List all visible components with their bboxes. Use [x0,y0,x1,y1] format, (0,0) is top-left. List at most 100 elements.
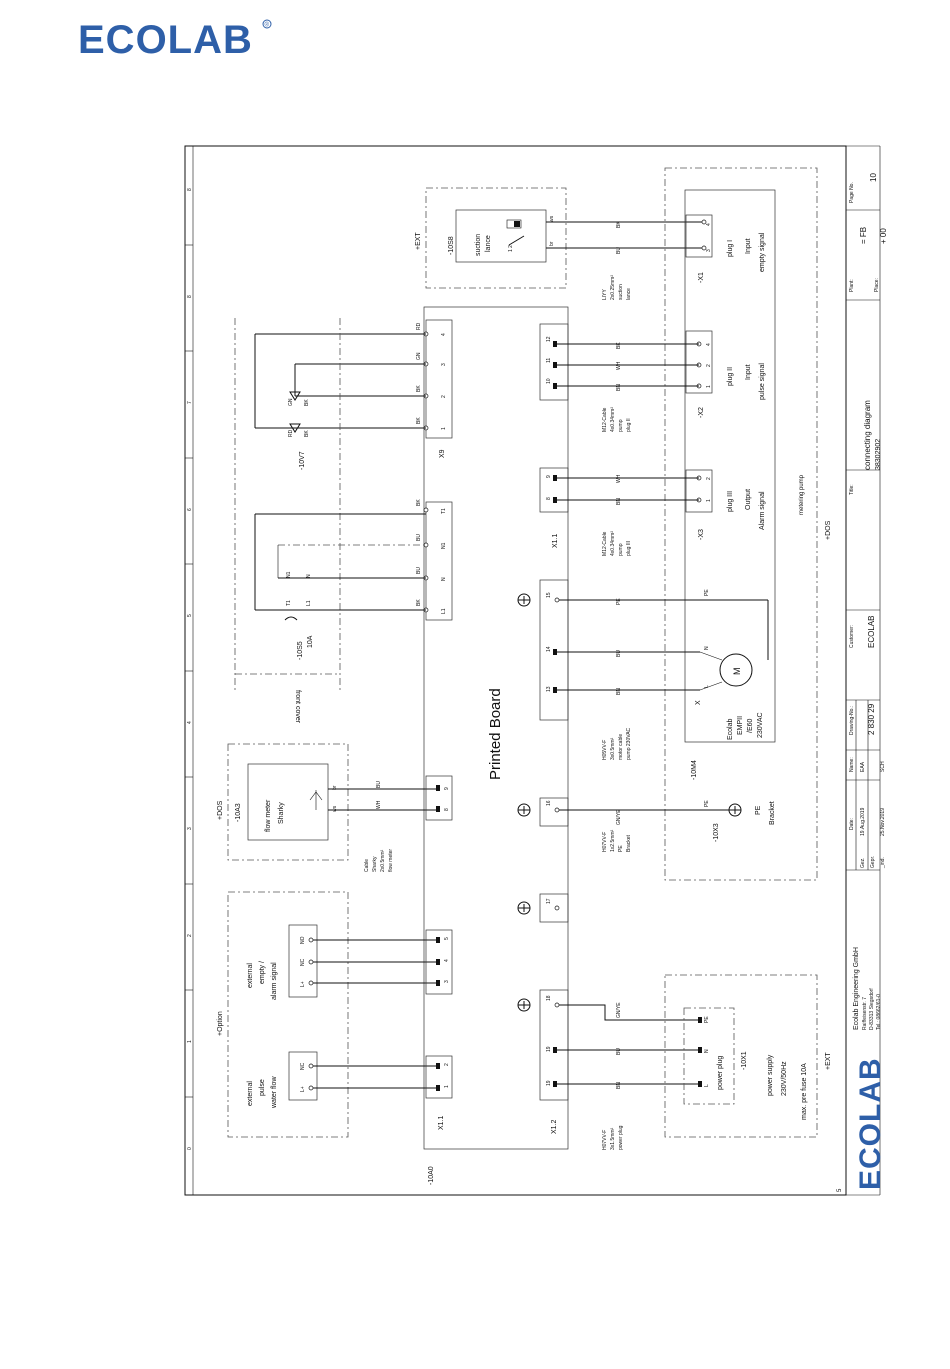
svg-text:flow meter: flow meter [388,849,394,872]
svg-text:19: 19 [546,1080,552,1086]
terminal-x11-upper: X1.1 12 11 10 9 8 BK WH BN WH BN M12-Cab… [539,323,699,556]
svg-text:/E60: /E60 [747,718,754,733]
svg-text:RD: RD [416,322,422,330]
svg-text:plug II: plug II [626,418,632,432]
switch-icon [284,616,298,621]
svg-text:suction: suction [618,284,624,300]
row-ind-label: _ind. [880,857,886,869]
svg-text:GN: GN [288,398,294,406]
svg-text:power supply: power supply [767,1054,774,1096]
border-numbers: 0 1 2 3 4 5 6 7 8 8 [187,188,193,1150]
svg-text:BN: BN [616,384,622,391]
svg-text:T1: T1 [441,508,447,514]
svg-text:plug III: plug III [626,541,632,556]
svg-text:PE: PE [755,805,762,815]
svg-text:+DOS: +DOS [217,800,224,820]
page-corner-number: 5 [837,1188,843,1192]
cable-m12-x2-label: M12-Cable 4x0.34mm² pump plug II [602,407,632,432]
svg-text:NC: NC [300,1062,306,1070]
svg-text:9: 9 [546,475,552,478]
svg-text:BK: BK [616,221,622,228]
svg-text:BK: BK [416,417,422,424]
suction-id: -10S8 [448,236,455,255]
svg-text:BN: BN [616,498,622,505]
suction-line1: suction [475,234,482,256]
svg-text:5: 5 [187,614,193,617]
svg-text:Bracket: Bracket [626,834,632,852]
svg-text:L1: L1 [306,600,312,606]
svg-text:LIYY: LIYY [602,288,608,300]
cable-m12-x3-label: M12-Cable 4x0.34mm² pump plug III [602,531,632,556]
date-label: Date: [849,818,855,830]
svg-text:GN: GN [416,352,422,360]
svg-text:14: 14 [546,646,552,652]
led-id: -10V7 [299,451,306,470]
svg-text:WH: WH [376,800,382,809]
svg-text:NC: NC [300,958,306,966]
svg-text:H05VV-F: H05VV-F [602,740,608,760]
svg-text:-X1: -X1 [698,272,705,283]
row-gepr-label: Gepr. [870,856,876,868]
svg-text:ws: ws [549,215,555,222]
row-gez-name: EAA [860,761,866,772]
plug-x3: 2 1 -X3 plug III Output Alarm signal [685,469,766,540]
power-supply-group: X1.2 18 19 19 GN/YE BU BN PE N L power p… [539,974,832,1150]
printed-board-label: Printed Board [487,688,504,780]
ground-symbols [517,593,742,1012]
cable-h05vvf-motor-label: H05VV-F 3x0.5mm² motor cable pump 230VAC [602,727,632,760]
name-label: Name: [849,757,855,772]
title-number: 38302902 [875,439,882,470]
board-id: -10A0 [428,1166,435,1185]
printed-board-box [423,306,569,1150]
pe-bracket-group: 16 GN/YE PE -10X3 PE Bracket H07VV-F 1x2… [539,797,776,852]
svg-text:ws: ws [332,805,338,812]
svg-text:17: 17 [546,898,552,904]
svg-text:BN: BN [616,688,622,695]
motor-group: 15 14 13 PE BU BN M PE N L X Ecolab EMPI… [539,579,769,780]
svg-text:230V/50Hz: 230V/50Hz [781,1061,788,1096]
svg-text:L+: L+ [300,981,306,987]
svg-text:pulse signal: pulse signal [759,363,766,400]
svg-text:N: N [704,1049,710,1053]
float-switch-icon [506,219,522,229]
svg-text:6: 6 [187,508,193,511]
customer-value: ECOLAB [867,616,876,648]
svg-text:X1.1: X1.1 [438,1115,445,1130]
svg-text:BU: BU [616,1048,622,1055]
drawing-no: 2 830 29 [867,703,876,735]
front-cover-label: front cover [294,690,301,724]
svg-text:9: 9 [444,787,450,790]
svg-text:EMPII: EMPII [737,716,744,735]
svg-text:13: 13 [546,686,552,692]
svg-text:Ecolab: Ecolab [727,718,734,740]
svg-text:BK: BK [416,599,422,606]
svg-text:H07VV-F: H07VV-F [602,832,608,852]
svg-text:1: 1 [706,499,712,502]
title-block: Page No. 10 Plant: = FB Place: + 00 Titl… [846,173,888,1190]
svg-text:230VAC: 230VAC [757,712,764,738]
svg-text:BU: BU [416,567,422,574]
drawing-no-label: Drawing-No.: [849,706,855,735]
svg-text:8: 8 [444,808,450,811]
svg-text:2x0.25mm²: 2x0.25mm² [610,275,616,300]
place-label: Place: [874,278,880,292]
option-group: +Option external empty / alarm signal ex… [217,891,453,1138]
motor-icon [719,653,753,687]
svg-text:-10X1: -10X1 [741,1051,748,1070]
svg-text:BU: BU [616,247,622,254]
cable-lity-label: LIYY 2x0.25mm² suction lance [602,275,632,300]
svg-text:0: 0 [187,1147,193,1150]
svg-text:15: 15 [546,592,552,598]
svg-text:BK: BK [416,385,422,392]
svg-text:N: N [306,574,312,578]
svg-text:4: 4 [187,721,193,724]
svg-text:pump 230VAC: pump 230VAC [626,727,632,760]
dos-right-label: +DOS [825,520,832,540]
svg-text:2x0.5mm²: 2x0.5mm² [380,849,386,872]
row-gez-date: 19.Aug.2019 [860,807,866,836]
suction-lance-group: +EXT -10S8 suction lance ws br 1 2 BK BU… [415,187,704,300]
title-block-logo: ECOLAB [854,1057,887,1190]
svg-text:external: external [247,963,254,988]
svg-text:7: 7 [187,401,193,404]
ext-top-label: +EXT [415,232,422,250]
